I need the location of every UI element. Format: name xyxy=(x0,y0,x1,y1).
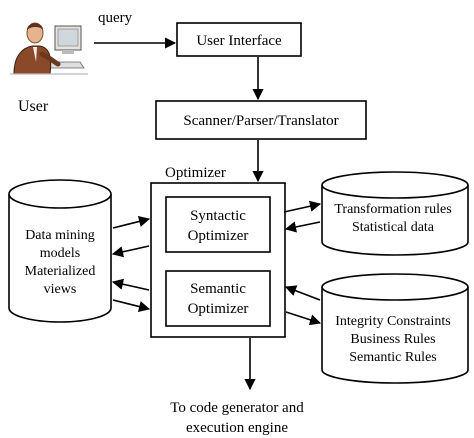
transformation-line1: Transformation rules xyxy=(334,202,451,217)
integrity-line3: Semantic Rules xyxy=(349,350,437,365)
arrow-datamining-to-syntactic xyxy=(112,216,151,229)
output-line2: execution engine xyxy=(186,420,288,436)
syntactic-label-line2: Optimizer xyxy=(188,228,249,244)
transformation-rules-cylinder xyxy=(321,171,469,256)
user-interface-box xyxy=(176,22,302,57)
data-mining-line4: views xyxy=(44,282,77,297)
user-at-computer-icon xyxy=(10,22,88,75)
arrow-syntactic-to-transformation xyxy=(283,200,322,213)
data-mining-line2: models xyxy=(40,246,80,261)
scanner-box xyxy=(155,100,367,140)
integrity-constraints-cylinder xyxy=(321,273,469,384)
scanner-label: Scanner/Parser/Translator xyxy=(183,113,338,129)
user-label: User xyxy=(18,98,49,115)
arrow-semantic-to-datamining xyxy=(111,278,150,291)
integrity-line2: Business Rules xyxy=(350,332,435,347)
data-mining-line1: Data mining xyxy=(25,228,95,243)
output-line1: To code generator and xyxy=(170,400,304,416)
arrow-syntactic-to-datamining xyxy=(111,245,150,258)
arrow-semantic-to-integrity xyxy=(285,311,322,326)
user-interface-label: User Interface xyxy=(196,33,282,49)
arrow-integrity-to-semantic xyxy=(284,285,321,301)
data-mining-line3: Materialized xyxy=(25,264,96,279)
arrow-transformation-to-syntactic xyxy=(284,221,321,233)
optimizer-label: Optimizer xyxy=(165,165,226,181)
data-mining-cylinder xyxy=(8,179,112,323)
syntactic-optimizer-box xyxy=(165,196,271,253)
semantic-optimizer-box xyxy=(165,270,271,327)
query-label: query xyxy=(98,10,133,26)
arrow-datamining-to-semantic xyxy=(112,299,151,312)
semantic-label-line2: Optimizer xyxy=(188,301,249,317)
integrity-line1: Integrity Constraints xyxy=(335,314,451,329)
transformation-line2: Statistical data xyxy=(352,220,435,235)
syntactic-label-line1: Syntactic xyxy=(190,208,246,224)
semantic-label-line1: Semantic xyxy=(190,281,246,297)
